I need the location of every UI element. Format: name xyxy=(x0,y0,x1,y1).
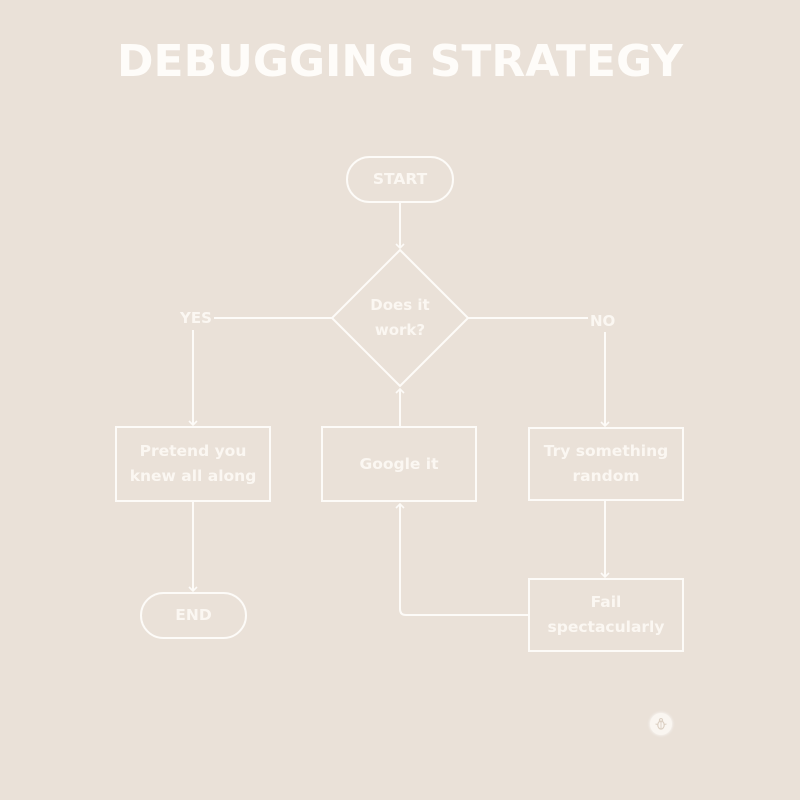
end-terminal-shape xyxy=(140,592,247,639)
random-node: Try something random xyxy=(543,442,669,485)
google-node: Google it xyxy=(359,454,439,473)
decision-diamond-shape xyxy=(330,248,470,388)
bug-glyph-icon xyxy=(655,718,667,730)
page-title: DEBUGGING STRATEGY xyxy=(116,36,683,87)
fail-node: Fail spectacularly xyxy=(547,593,665,636)
decision-node: Does it work? xyxy=(370,296,430,339)
pretend-node: Pretend you knew all along xyxy=(129,442,257,485)
no-edge-label: NO xyxy=(588,312,618,330)
yes-edge-label: YES xyxy=(178,309,214,327)
bug-logo-icon xyxy=(650,713,672,735)
end-node: END xyxy=(175,606,212,624)
start-node: START xyxy=(372,170,428,188)
